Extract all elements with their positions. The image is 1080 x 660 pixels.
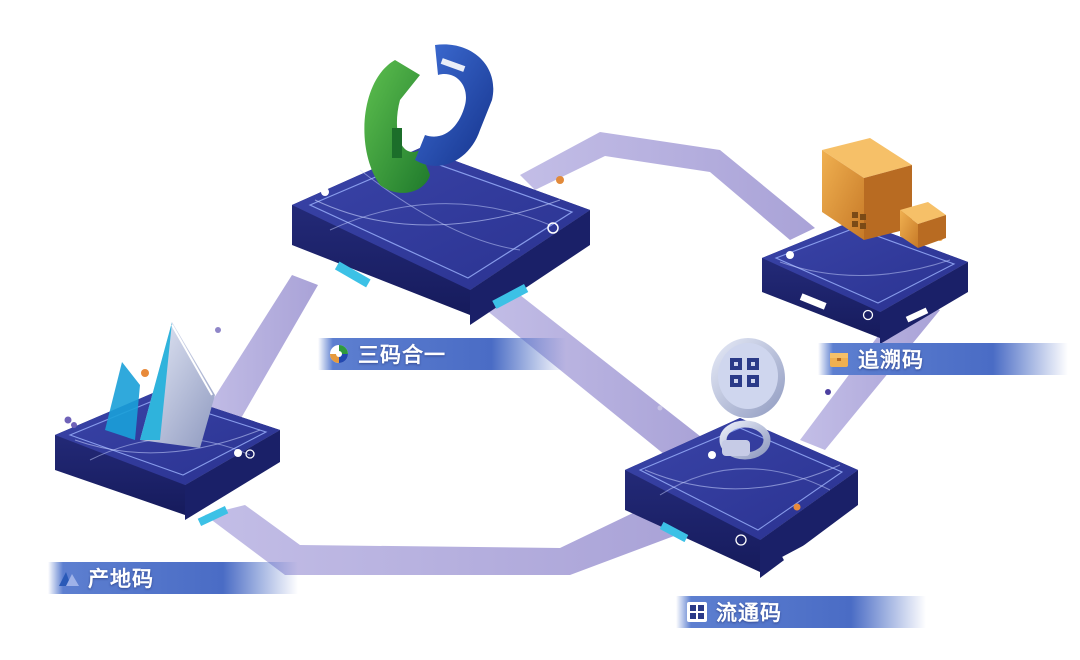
- three-in-one-code-icon: [364, 44, 494, 193]
- trace-box-icon: [822, 138, 946, 248]
- connector-bands: [200, 132, 940, 575]
- label-origin-code: 产地码: [48, 562, 298, 594]
- band-origin-to-circulation: [205, 500, 690, 575]
- band-trace-to-circulation: [800, 300, 940, 450]
- box-icon: [830, 353, 848, 367]
- label-trace-text: 追溯码: [858, 348, 924, 372]
- label-three-in-one: 三码合一: [318, 338, 566, 370]
- band-origin-to-center: [200, 275, 318, 420]
- label-circulation-text: 流通码: [716, 601, 782, 625]
- platform-circulation: [625, 418, 858, 578]
- platform-three-in-one: [292, 148, 590, 325]
- palette-icon: [330, 345, 348, 363]
- band-center-to-trace: [520, 132, 815, 240]
- label-circulation-code: 流通码: [676, 596, 926, 628]
- band-center-to-circulation: [480, 295, 705, 455]
- qr-grid-icon: [687, 602, 707, 622]
- label-three-in-one-text: 三码合一: [358, 343, 446, 367]
- origin-mountain-icon: [105, 322, 215, 448]
- mountain-icon: [59, 572, 79, 586]
- platform-trace: [762, 220, 968, 344]
- circulation-qr-tag-icon: [711, 338, 785, 460]
- label-origin-text: 产地码: [88, 567, 154, 591]
- label-trace-code: 追溯码: [818, 343, 1068, 375]
